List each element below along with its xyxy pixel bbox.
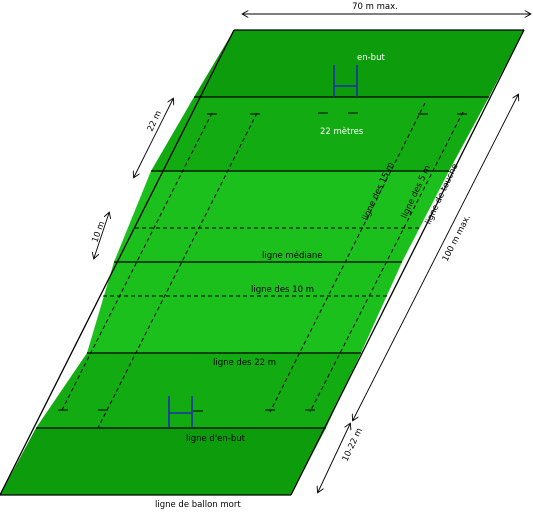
width-label: 70 m max. [352,2,398,12]
twentytwo-bottom-label: ligne des 22 m [213,358,276,368]
field-22-bottom [36,353,361,428]
dim-22-label: 22 m [146,109,164,133]
halfway-label: ligne médiane [262,250,323,261]
dim-22-arrow [134,99,173,177]
twentytwo-top-label: 22 mètres [320,126,364,137]
goal-line-label: ligne d'en-but [186,434,246,444]
dim-10-arrow [94,213,109,258]
ten-line-label: ligne des 10 m [251,285,314,295]
goal-posts-top [333,65,358,97]
in-goal-top [194,30,524,97]
field-mid-bottom [87,262,402,353]
in-goal-bottom [0,428,326,495]
length-arrow [353,95,518,420]
dim-10-22-arrow [318,424,350,492]
in-goal-label: en-but [357,53,385,63]
dim-10-label: 10 m [90,220,107,244]
dead-ball-label: ligne de ballon mort [155,500,241,510]
dim-10-22-label: 10-22 m [341,427,365,464]
fifteen-metre-line-left [97,112,258,429]
goal-posts-bottom [168,396,193,428]
